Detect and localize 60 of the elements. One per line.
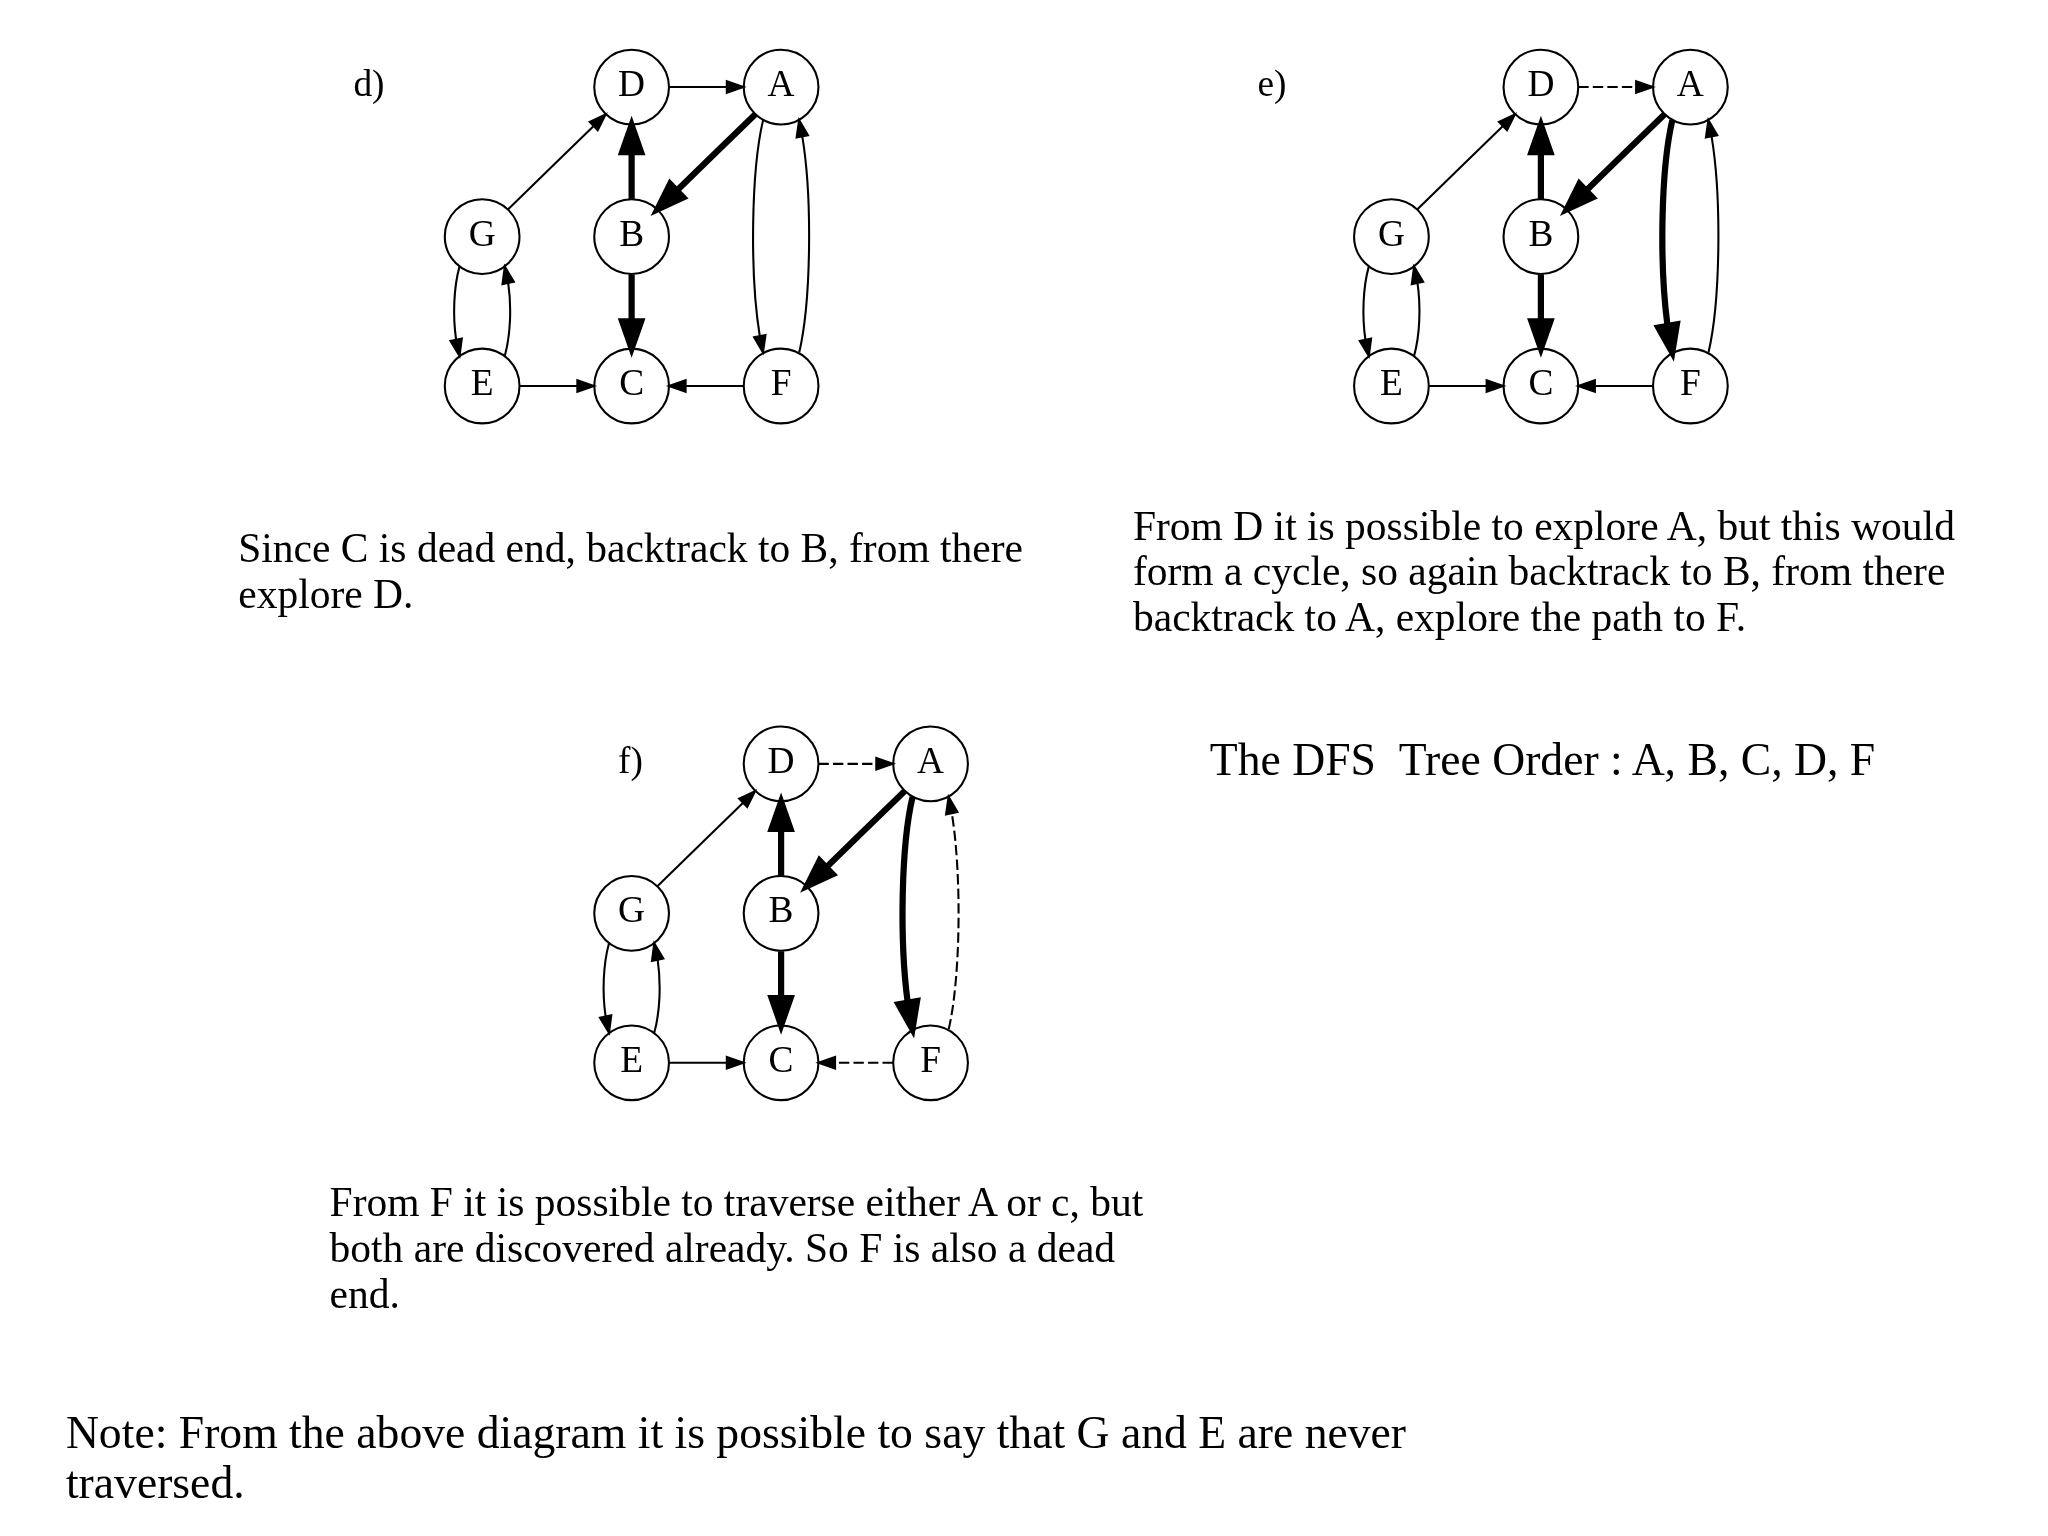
label: From F it is possible to traverse either A or c, but both are discovered already. So F is also a dead end.	[329, 1179, 1143, 1317]
arrow	[893, 796, 921, 1039]
arrow	[668, 1055, 747, 1071]
label: d)	[352, 63, 385, 105]
arrow	[1357, 266, 1372, 360]
arrow	[1574, 378, 1653, 394]
node-circle: C	[592, 347, 670, 425]
arrow	[817, 756, 896, 772]
arrow	[650, 112, 757, 217]
node-circle: A	[742, 48, 819, 126]
arrow	[794, 117, 810, 353]
arrow	[665, 378, 743, 394]
arrow	[500, 263, 515, 357]
arrow	[448, 266, 463, 360]
arrow	[766, 792, 795, 876]
arrow	[944, 793, 960, 1030]
arrow	[766, 951, 795, 1035]
arrow	[519, 378, 597, 394]
node-circle: A	[1651, 48, 1729, 126]
node-circle: E	[592, 1024, 670, 1102]
node-circle: G	[1352, 198, 1430, 275]
arrow	[1704, 117, 1719, 353]
arrow	[1410, 263, 1425, 357]
arrow	[650, 940, 665, 1034]
node-circle: B	[742, 874, 819, 952]
node-circle: E	[1352, 347, 1430, 425]
arrow	[1652, 119, 1681, 362]
node-circle: D	[592, 48, 670, 126]
arrow	[814, 1055, 893, 1071]
label: Note: From the above diagram it is possible to say that G and E are never traversed.	[65, 1407, 1406, 1508]
arrow	[597, 943, 613, 1036]
node-circle: D	[742, 725, 819, 803]
arrow	[1577, 79, 1656, 95]
node-circle: F	[742, 347, 819, 425]
label: Since C is dead end, backtrack to B, from there explore D.	[237, 525, 1023, 618]
arrow	[1559, 112, 1666, 217]
arrow	[799, 789, 907, 893]
arrow	[668, 79, 747, 95]
arrow	[1428, 378, 1506, 394]
label: From D it is possible to explore A, but this would form a cycle, so again backtrack to B, from there backtrack to A, explore the path to F.	[1132, 502, 1955, 640]
node-circle: G	[592, 874, 670, 952]
arrow	[656, 789, 757, 887]
node-circle: D	[1502, 48, 1579, 126]
label: f)	[617, 739, 643, 781]
node-circle: B	[592, 198, 670, 275]
node-circle: F	[1651, 347, 1729, 425]
node-circle: G	[443, 198, 521, 275]
node-circle: E	[443, 347, 521, 425]
node-circle: A	[891, 725, 969, 803]
node-circle: C	[742, 1024, 819, 1102]
node-circle: B	[1502, 198, 1579, 275]
arrow	[751, 119, 767, 356]
label: The DFS Tree Order : A, B, C, D, F	[1209, 734, 1875, 786]
node-circle: F	[891, 1024, 969, 1102]
arrow	[506, 112, 608, 211]
node-circle: C	[1502, 347, 1579, 425]
arrow	[1415, 112, 1517, 211]
arrow	[1526, 274, 1555, 358]
arrow	[617, 274, 645, 358]
label: e)	[1257, 63, 1287, 105]
